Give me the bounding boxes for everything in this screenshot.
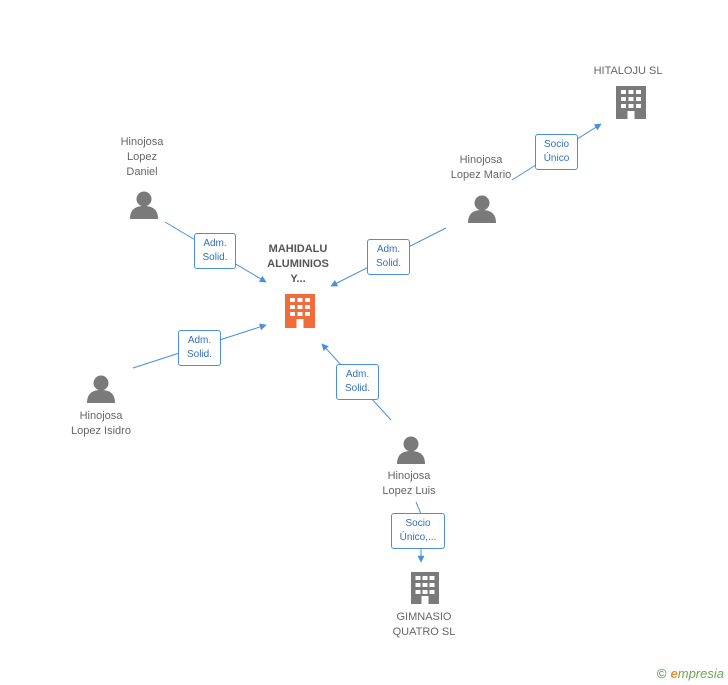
node-label-mario[interactable]: Hinojosa Lopez Mario — [436, 153, 526, 183]
node-label-line: Hinojosa — [120, 136, 164, 148]
edge-label-line: Único,... — [399, 532, 437, 543]
brand-footer: ©empresia — [657, 666, 724, 681]
node-label-gimnasio[interactable]: GIMNASIO QUATRO SL — [380, 610, 468, 640]
node-label-line: Y... — [290, 273, 306, 285]
edge-label-mario-center[interactable]: Adm. Solid. — [367, 239, 410, 275]
building-icon[interactable] — [285, 294, 315, 328]
edge-label-line: Adm. — [345, 369, 370, 380]
edge-label-line: Adm. — [203, 238, 227, 249]
node-label-line: Daniel — [126, 166, 158, 178]
node-label-line: Hinojosa — [459, 154, 503, 166]
edge-label-line: Adm. — [376, 244, 401, 255]
edge-label-line: Socio — [405, 518, 431, 529]
node-label-line: HITALOJU SL — [593, 65, 663, 77]
node-label-line: Hinojosa — [79, 410, 123, 422]
edge-label-line: Socio — [543, 139, 569, 150]
person-icon[interactable] — [130, 191, 158, 220]
node-label-line: Lopez Mario — [450, 169, 512, 181]
edge-label-line: Solid. — [375, 258, 401, 269]
node-label-line: ALUMINIOS — [267, 258, 329, 270]
node-label-line: QUATRO SL — [392, 626, 456, 638]
edge-label-line: Solid. — [344, 383, 370, 394]
edge-label-line: Único — [543, 153, 570, 164]
brand-logo-text: mpresia — [677, 666, 724, 681]
edge-label-luis-gimnasio[interactable]: Socio Único,... — [391, 513, 445, 549]
node-label-daniel[interactable]: Hinojosa Lopez Daniel — [100, 135, 184, 180]
edge-label-isidro-center[interactable]: Adm. Solid. — [178, 330, 221, 366]
edge-label-line: Solid. — [202, 252, 228, 263]
person-icon[interactable] — [87, 375, 115, 404]
node-label-line: GIMNASIO — [396, 611, 452, 623]
edge-label-daniel-center[interactable]: Adm. Solid. — [194, 233, 236, 269]
person-icon[interactable] — [468, 195, 496, 224]
edge-label-line: Solid. — [186, 349, 212, 360]
node-label-line: Lopez Luis — [382, 485, 436, 497]
edge-label-line: Adm. — [187, 335, 212, 346]
edge-label-mario-hitaloju[interactable]: Socio Único — [535, 134, 578, 170]
person-icon[interactable] — [397, 436, 425, 465]
node-label-line: Lopez — [127, 151, 157, 163]
node-label-luis[interactable]: Hinojosa Lopez Luis — [366, 469, 452, 499]
node-label-line: MAHIDALU — [268, 243, 328, 255]
building-icon[interactable] — [411, 572, 439, 604]
node-label-line: Lopez Isidro — [71, 425, 131, 437]
node-label-isidro[interactable]: Hinojosa Lopez Isidro — [56, 409, 146, 439]
edge-label-luis-center[interactable]: Adm. Solid. — [336, 364, 379, 400]
building-icon[interactable] — [616, 86, 646, 119]
node-label-line: Hinojosa — [387, 470, 431, 482]
node-label-mahidalu[interactable]: MAHIDALU ALUMINIOS Y... — [252, 242, 344, 287]
brand-logo-initial: e — [670, 666, 678, 681]
copyright-icon: © — [656, 666, 667, 681]
node-label-hitaloju[interactable]: HITALOJU SL — [585, 64, 671, 79]
